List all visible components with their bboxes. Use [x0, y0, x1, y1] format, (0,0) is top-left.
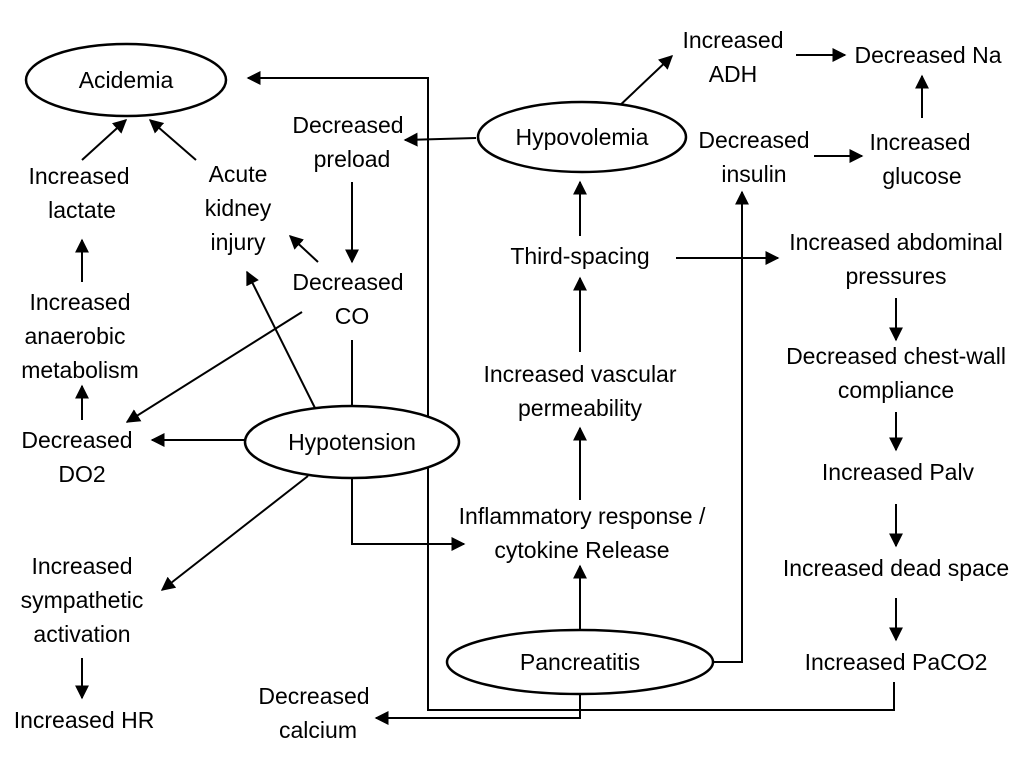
decreased-co-line2: CO [335, 303, 370, 329]
increased-hr-label: Increased HR [14, 707, 155, 733]
edge-paco2-to-acidemia [246, 71, 895, 711]
chestwall-line2: compliance [838, 377, 954, 403]
increased-glucose-line2: glucose [882, 163, 961, 189]
node-decreased-chest-wall-compliance: Decreased chest-wall compliance [786, 343, 1006, 403]
inflammatory-line2: cytokine Release [494, 537, 669, 563]
node-increased-dead-space: Increased dead space [783, 555, 1009, 581]
decreased-co-line1: Decreased [292, 269, 403, 295]
permeability-line2: permeability [518, 395, 642, 421]
ellipse-pancreatitis: Pancreatitis [445, 628, 715, 696]
decreased-insulin-line2: insulin [721, 161, 786, 187]
anaerobic-line3: metabolism [21, 357, 139, 383]
edge-hypotension-to-aki [246, 270, 317, 411]
node-increased-anaerobic-metabolism: Increased anaerobic metabolism [21, 289, 139, 383]
node-decreased-na: Decreased Na [854, 42, 1001, 68]
aki-line1: Acute [209, 161, 268, 187]
third-spacing-label: Third-spacing [510, 243, 649, 269]
acidemia-label: Acidemia [79, 67, 174, 93]
inflammatory-line1: Inflammatory response / [459, 503, 706, 529]
hypovolemia-label: Hypovolemia [516, 124, 649, 150]
pancreatitis-label: Pancreatitis [520, 649, 640, 675]
increased-adh-line2: ADH [709, 61, 758, 87]
edge-aki-to-acidemia [148, 119, 197, 161]
edge-pancreatitis-to-insulin [714, 190, 749, 663]
do2-line2: DO2 [58, 461, 105, 487]
node-increased-lactate: Increased lactate [28, 163, 129, 223]
edge-hypovolemia-to-preload [403, 132, 477, 147]
decreased-preload-line2: preload [314, 146, 391, 172]
calcium-line1: Decreased [258, 683, 369, 709]
edges [75, 48, 929, 725]
do2-line1: Decreased [21, 427, 132, 453]
node-increased-paco2: Increased PaCO2 [805, 649, 988, 675]
increased-glucose-line1: Increased [869, 129, 970, 155]
node-decreased-co: Decreased CO [292, 269, 403, 329]
ellipse-hypovolemia: Hypovolemia [476, 100, 688, 174]
edge-hypotension-to-inflammatory [351, 478, 466, 551]
edge-co-to-do2 [125, 311, 303, 423]
node-increased-hr: Increased HR [14, 707, 155, 733]
increased-lactate-line2: lactate [48, 197, 116, 223]
palv-label: Increased Palv [822, 459, 975, 485]
node-increased-vascular-permeability: Increased vascular permeability [483, 361, 676, 421]
edge-pancreatitis-to-calcium [374, 694, 581, 725]
paco2-label: Increased PaCO2 [805, 649, 988, 675]
sympathetic-line3: activation [33, 621, 130, 647]
node-increased-glucose: Increased glucose [869, 129, 970, 189]
edge-hypotension-to-sympathetic [160, 475, 309, 591]
node-increased-adh: Increased ADH [682, 27, 783, 87]
abdominal-line2: pressures [846, 263, 947, 289]
edge-hypovolemia-to-adh [614, 55, 674, 111]
edge-co-to-aki [288, 235, 319, 263]
chestwall-line1: Decreased chest-wall [786, 343, 1006, 369]
decreased-preload-line1: Decreased [292, 112, 403, 138]
aki-line3: injury [211, 229, 266, 255]
node-increased-abdominal-pressures: Increased abdominal pressures [789, 229, 1003, 289]
node-increased-palv: Increased Palv [822, 459, 975, 485]
node-third-spacing: Third-spacing [510, 243, 649, 269]
ellipse-hypotension: Hypotension [243, 404, 461, 480]
node-acute-kidney-injury: Acute kidney injury [205, 161, 272, 255]
node-decreased-do2: Decreased DO2 [21, 427, 132, 487]
edge-lactate-to-acidemia [81, 119, 128, 161]
increased-lactate-line1: Increased [28, 163, 129, 189]
abdominal-line1: Increased abdominal [789, 229, 1003, 255]
sympathetic-line1: Increased [31, 553, 132, 579]
decreased-na-label: Decreased Na [854, 42, 1001, 68]
ellipse-acidemia: Acidemia [24, 42, 228, 118]
node-inflammatory-response: Inflammatory response / cytokine Release [459, 503, 706, 563]
increased-adh-line1: Increased [682, 27, 783, 53]
decreased-insulin-line1: Decreased [698, 127, 809, 153]
aki-line2: kidney [205, 195, 272, 221]
node-increased-sympathetic-activation: Increased sympathetic activation [21, 553, 144, 647]
calcium-line2: calcium [279, 717, 357, 743]
node-decreased-calcium: Decreased calcium [258, 683, 369, 743]
anaerobic-line1: Increased [29, 289, 130, 315]
node-decreased-preload: Decreased preload [292, 112, 403, 172]
permeability-line1: Increased vascular [483, 361, 676, 387]
hypotension-label: Hypotension [288, 429, 416, 455]
node-decreased-insulin: Decreased insulin [698, 127, 809, 187]
dead-space-label: Increased dead space [783, 555, 1009, 581]
sympathetic-line2: sympathetic [21, 587, 144, 613]
anaerobic-line2: anaerobic [24, 323, 125, 349]
